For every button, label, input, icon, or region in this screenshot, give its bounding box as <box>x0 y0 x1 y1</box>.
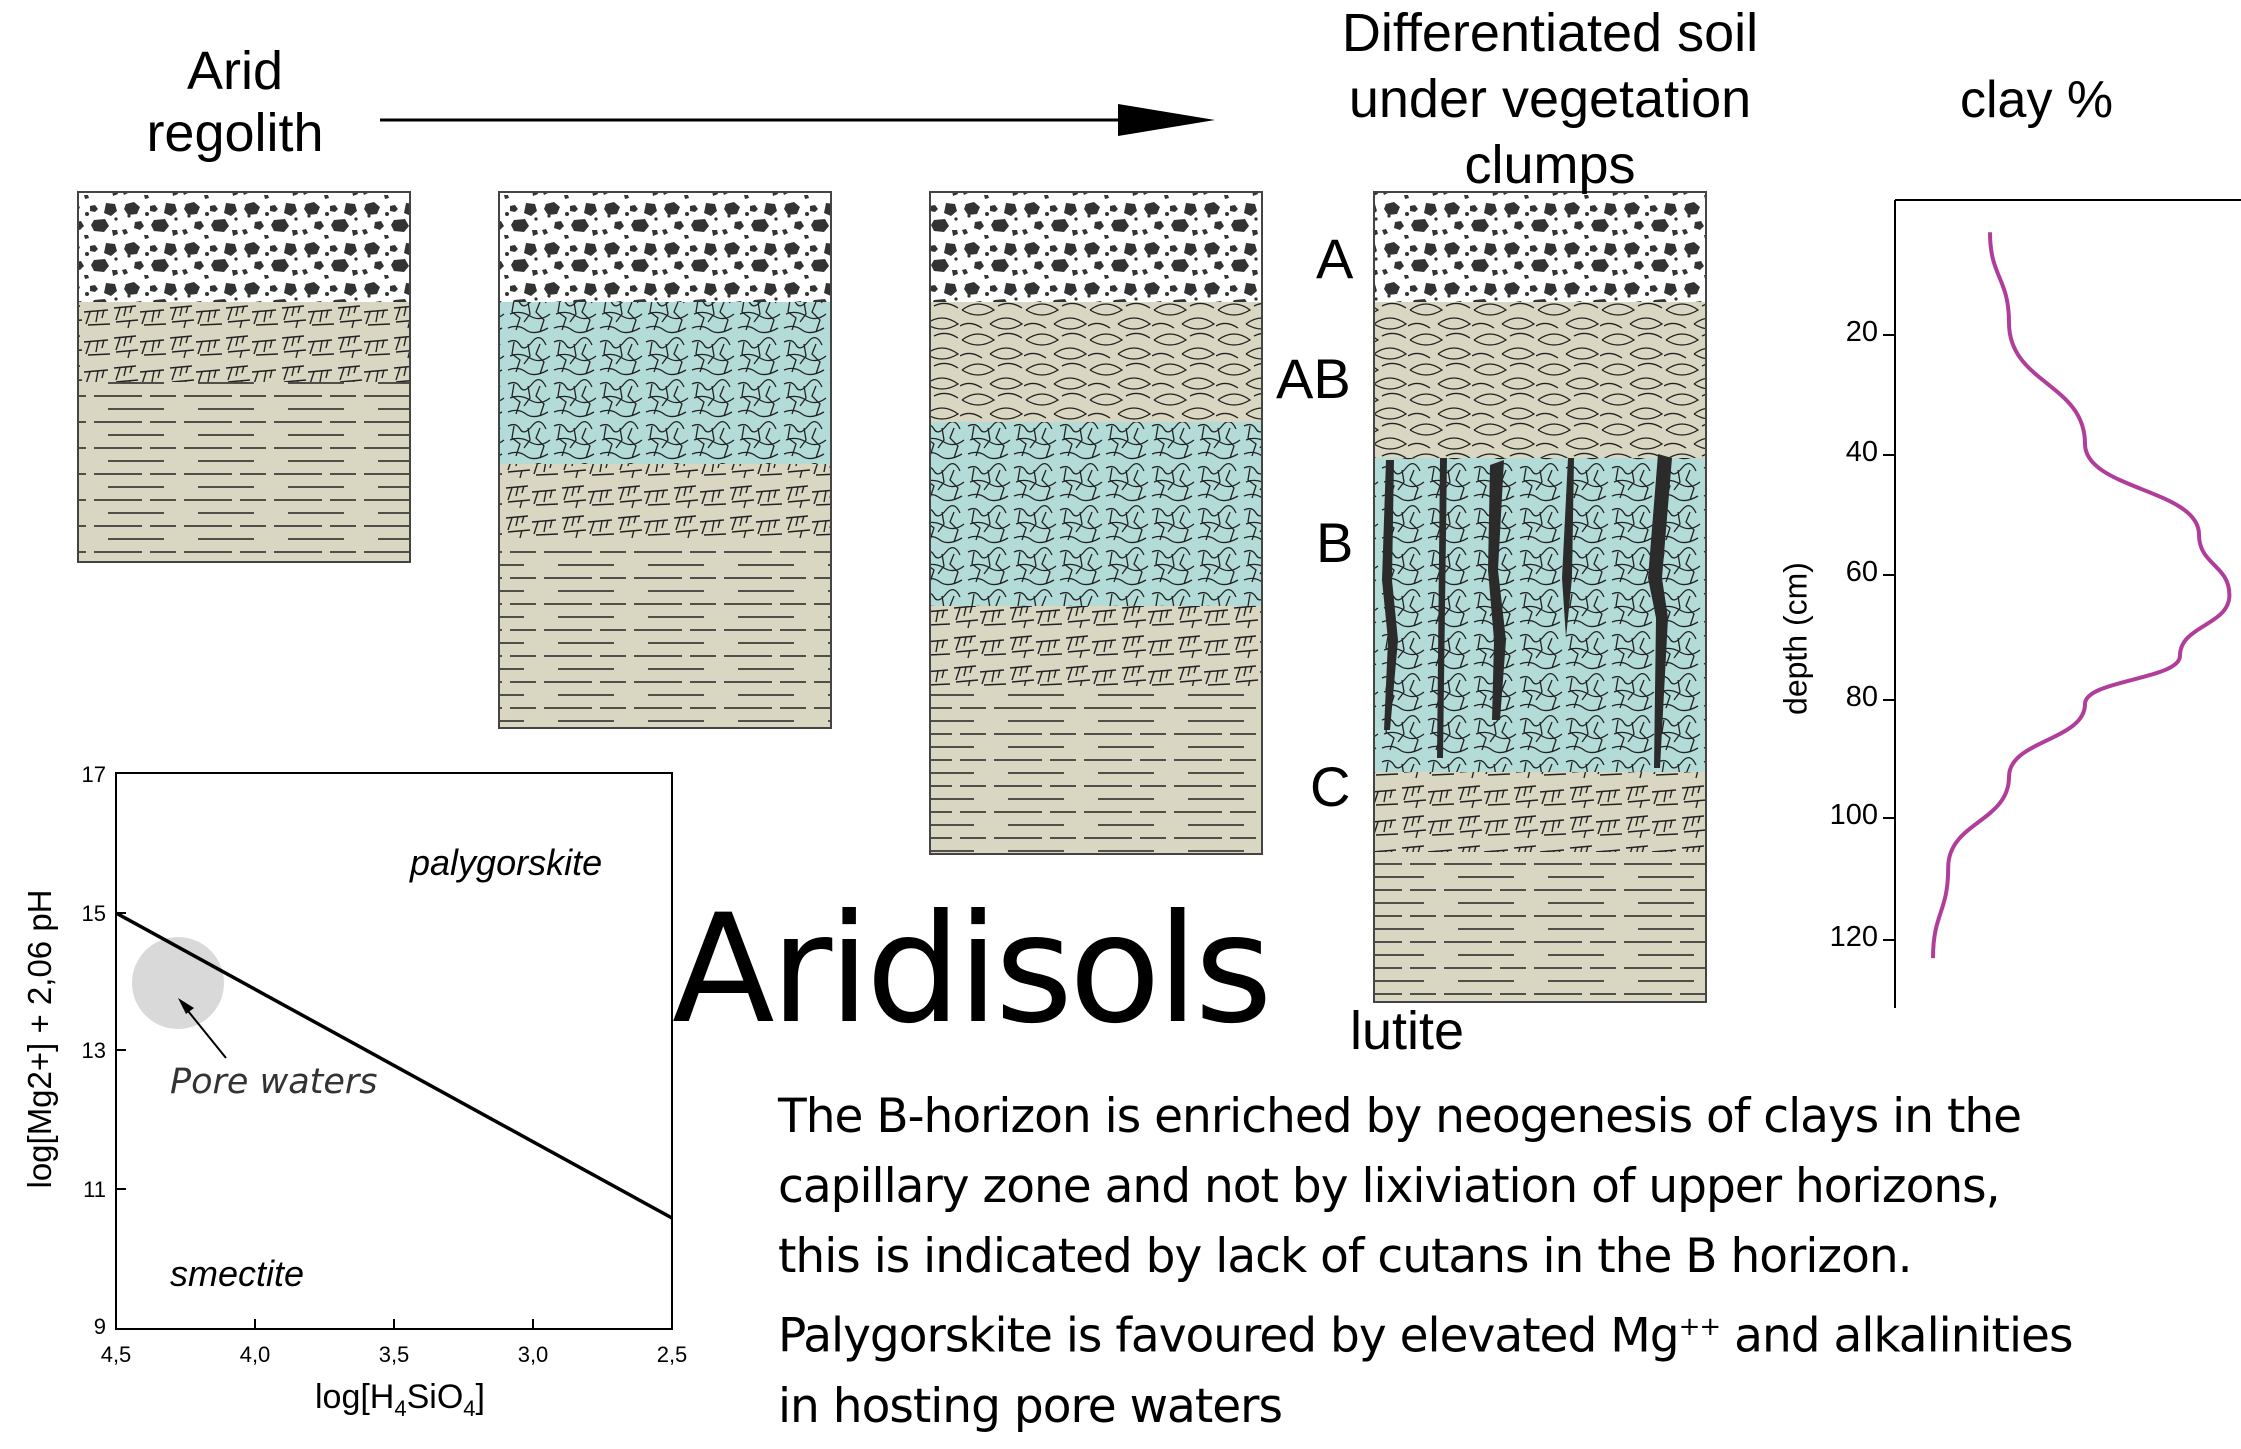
arid-label-line2: regolith <box>146 103 324 163</box>
y-tick-13: 13 <box>81 1038 106 1063</box>
diff-label-line1: Differentiated soil <box>1341 3 1759 63</box>
paragraph-line-3: this is indicated by lack of cutans in t… <box>778 1229 1913 1284</box>
root-channels <box>1382 454 1672 768</box>
palygorskite-field-label: palygorskite <box>410 842 603 883</box>
arid-label-line1: Arid <box>186 41 284 101</box>
pore-water-arrow <box>178 998 227 1059</box>
soil-column-4 <box>1373 191 1707 1003</box>
depth-tick-60: 60 <box>1845 556 1878 588</box>
x-tick-2-5: 2,5 <box>656 1342 688 1367</box>
diff-label-line3: clumps <box>1464 135 1636 195</box>
clay-percent-label: clay % <box>1960 71 2114 129</box>
horizon-a-label: A <box>1316 227 1354 290</box>
horizon-c-label: C <box>1310 755 1351 818</box>
y-tick-9: 9 <box>93 1314 106 1339</box>
depth-tick-80: 80 <box>1845 681 1878 713</box>
paragraph-line-2: capillary zone and not by lixiviation of… <box>778 1159 2001 1214</box>
x-tick-4-5: 4,5 <box>100 1342 132 1367</box>
horizon-b-label: B <box>1316 511 1354 574</box>
page-title: Aridisols <box>672 883 1273 1057</box>
diff-label-line2: under vegetation <box>1348 69 1752 129</box>
pore-water-marker <box>132 937 224 1029</box>
soil-column-1 <box>77 191 411 563</box>
depth-tick-120: 120 <box>1829 921 1878 953</box>
y-tick-17: 17 <box>81 762 106 787</box>
paragraph-line-4: Palygorskite is favoured by elevated Mg+… <box>778 1308 2073 1364</box>
soil-column-3 <box>929 191 1263 855</box>
y-tick-11: 11 <box>83 1177 106 1202</box>
stability-boundary-line <box>115 911 673 1220</box>
progression-arrow <box>380 104 1215 136</box>
x-tick-3-0: 3,0 <box>517 1342 549 1367</box>
smectite-field-label: smectite <box>170 1253 305 1294</box>
paragraph-line-5: in hosting pore waters <box>778 1378 1283 1434</box>
y-tick-15: 15 <box>81 901 106 926</box>
lutite-label: lutite <box>1350 1001 1465 1061</box>
arid-regolith-label: Arid regolith <box>100 40 370 164</box>
clay-depth-plot <box>1883 199 2241 1008</box>
clay-percent-curve <box>1931 232 2232 959</box>
paragraph-line-1: The B-horizon is enriched by neogenesis … <box>778 1089 2022 1144</box>
phase-tick-marks <box>116 912 534 1329</box>
pore-waters-label: Pore waters <box>170 1062 378 1102</box>
explanation-paragraph: The B-horizon is enriched by neogenesis … <box>778 1082 2218 1442</box>
soil-column-2 <box>498 191 832 729</box>
phase-diagram <box>115 772 673 1330</box>
x-tick-4-0: 4,0 <box>239 1342 271 1367</box>
y-axis-label: log[Mg2+] + 2,06 pH <box>21 889 58 1189</box>
x-tick-3-5: 3,5 <box>378 1342 410 1367</box>
differentiated-soil-label: Differentiated soil under vegetation clu… <box>1300 0 1800 198</box>
x-axis-label: log[H4SiO4] <box>314 1378 485 1421</box>
depth-tick-20: 20 <box>1845 316 1878 348</box>
phase-plot-frame <box>115 772 673 1330</box>
depth-tick-40: 40 <box>1845 436 1878 468</box>
horizon-ab-label: AB <box>1276 347 1351 410</box>
depth-tick-100: 100 <box>1829 799 1878 831</box>
depth-tick-marks <box>1883 334 1895 941</box>
